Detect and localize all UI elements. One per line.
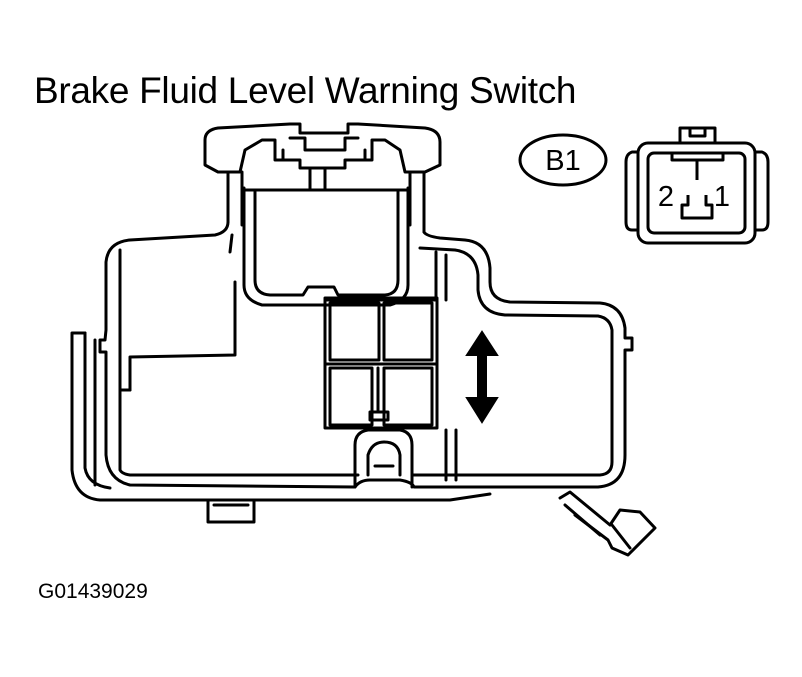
float-assembly <box>323 296 439 430</box>
outlet-nozzle <box>558 490 657 557</box>
reservoir-neck <box>226 170 426 307</box>
reservoir-body <box>98 220 634 489</box>
pin-1-label: 1 <box>714 181 730 213</box>
left-guard <box>70 331 492 502</box>
up-down-arrow-icon <box>465 330 499 424</box>
connector-face: 2 1 <box>624 126 770 245</box>
connector-label-badge: B1 <box>518 133 608 187</box>
diagram-title: Brake Fluid Level Warning Switch <box>34 70 577 111</box>
float-guide <box>434 250 458 482</box>
pin-2-label: 2 <box>658 181 674 213</box>
mounting-boss <box>206 498 256 524</box>
guide-channel <box>353 428 414 489</box>
connector-label-text: B1 <box>545 145 580 177</box>
inner-partition <box>118 280 237 392</box>
figure-id: G01439029 <box>38 580 148 603</box>
reservoir-cap <box>203 122 442 192</box>
